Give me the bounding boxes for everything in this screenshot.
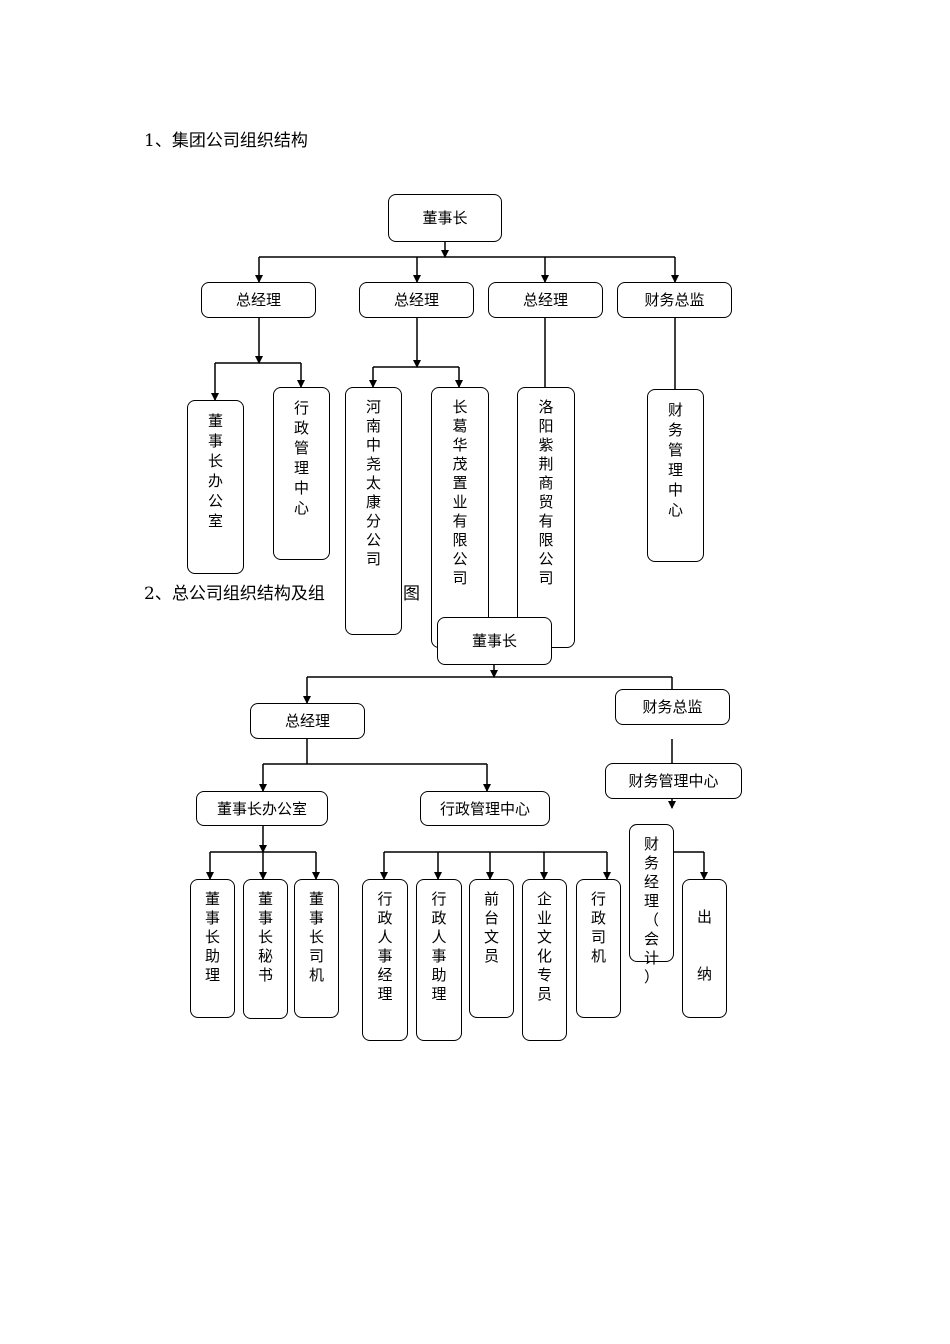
receptionist-box: 前台文员 <box>469 879 514 1018</box>
section-2-heading: 2、总公司组织结构及组 <box>144 584 325 604</box>
group-gm-box-3: 总经理 <box>488 282 603 318</box>
section-2-heading-tail: 图 <box>403 584 420 604</box>
hq-chairman-office-box: 董事长办公室 <box>196 791 328 826</box>
chairman-driver-box: 董事长司机 <box>294 879 339 1018</box>
group-gm-box-1: 总经理 <box>201 282 316 318</box>
admin-driver-box: 行政司机 <box>576 879 621 1018</box>
group-finance-center-box: 财务管理中心 <box>647 389 704 562</box>
culture-specialist-box: 企业文化专员 <box>522 879 567 1041</box>
hq-admin-center-box: 行政管理中心 <box>420 791 550 826</box>
hq-cfo-box: 财务总监 <box>615 689 730 725</box>
group-gm-box-2: 总经理 <box>359 282 474 318</box>
group-cfo-box: 财务总监 <box>617 282 732 318</box>
admin-hr-manager-box: 行政人事经理 <box>362 879 408 1041</box>
chairman-assistant-box: 董事长助理 <box>190 879 235 1018</box>
hq-chairman-box: 董事长 <box>437 617 552 665</box>
group-admin-center-box: 行政管理中心 <box>273 387 330 560</box>
cashier-box: 出纳 <box>682 879 727 1018</box>
admin-hr-assistant-box: 行政人事助理 <box>416 879 462 1041</box>
changge-company-box: 长葛华茂置业有限公司 <box>431 387 489 648</box>
group-chairman-office-box: 董事长办公室 <box>187 400 244 574</box>
hq-gm-box: 总经理 <box>250 703 365 739</box>
finance-manager-box: 财务经理（会计） <box>629 824 674 986</box>
hq-finance-center-box: 财务管理中心 <box>605 763 742 799</box>
section-1-heading: 1、集团公司组织结构 <box>144 131 308 151</box>
chairman-secretary-box: 董事长秘书 <box>243 879 288 1019</box>
luoyang-company-box: 洛阳紫荆商贸有限公司 <box>517 387 575 648</box>
group-chairman-box: 董事长 <box>388 194 502 242</box>
henan-company-box: 河南中尧太康分公司 <box>345 387 402 635</box>
